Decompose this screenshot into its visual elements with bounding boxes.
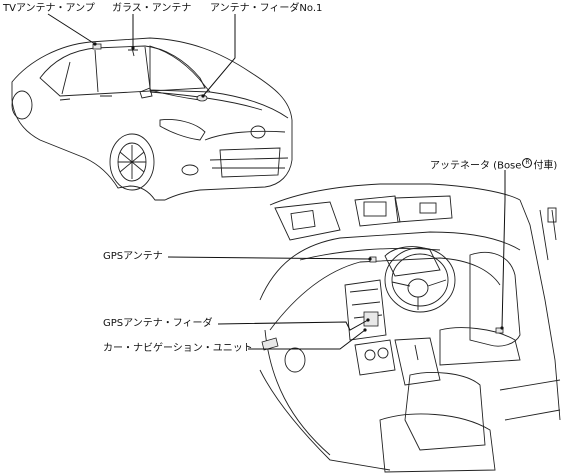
leader-gps-antenna bbox=[167, 256, 371, 260]
leader-tv-antenna-amp bbox=[47, 13, 96, 45]
car-exterior-illustration bbox=[11, 37, 293, 201]
label-attenuator-prefix: アッテネータ (Bose bbox=[430, 160, 522, 172]
label-car-navigation-unit: カー・ナビゲーション・ユニット bbox=[103, 343, 253, 354]
label-attenuator-suffix: 付車) bbox=[533, 160, 558, 172]
registered-mark-icon: R bbox=[522, 158, 533, 168]
label-tv-antenna-amp: TVアンテナ・アンプ bbox=[3, 3, 95, 14]
leader-car-navigation-unit bbox=[248, 329, 366, 350]
label-glass-antenna: ガラス・アンテナ bbox=[112, 3, 192, 14]
car-interior-illustration bbox=[259, 183, 561, 473]
leader-antenna-feeder-no1 bbox=[202, 14, 236, 97]
label-gps-antenna-feeder: GPSアンテナ・フィーダ bbox=[103, 318, 213, 329]
label-gps-antenna: GPSアンテナ bbox=[103, 251, 163, 262]
label-antenna-feeder-no1: アンテナ・フィーダNo.1 bbox=[210, 3, 323, 14]
leader-attenuator bbox=[501, 170, 506, 329]
leader-gps-antenna-feeder bbox=[217, 319, 369, 331]
